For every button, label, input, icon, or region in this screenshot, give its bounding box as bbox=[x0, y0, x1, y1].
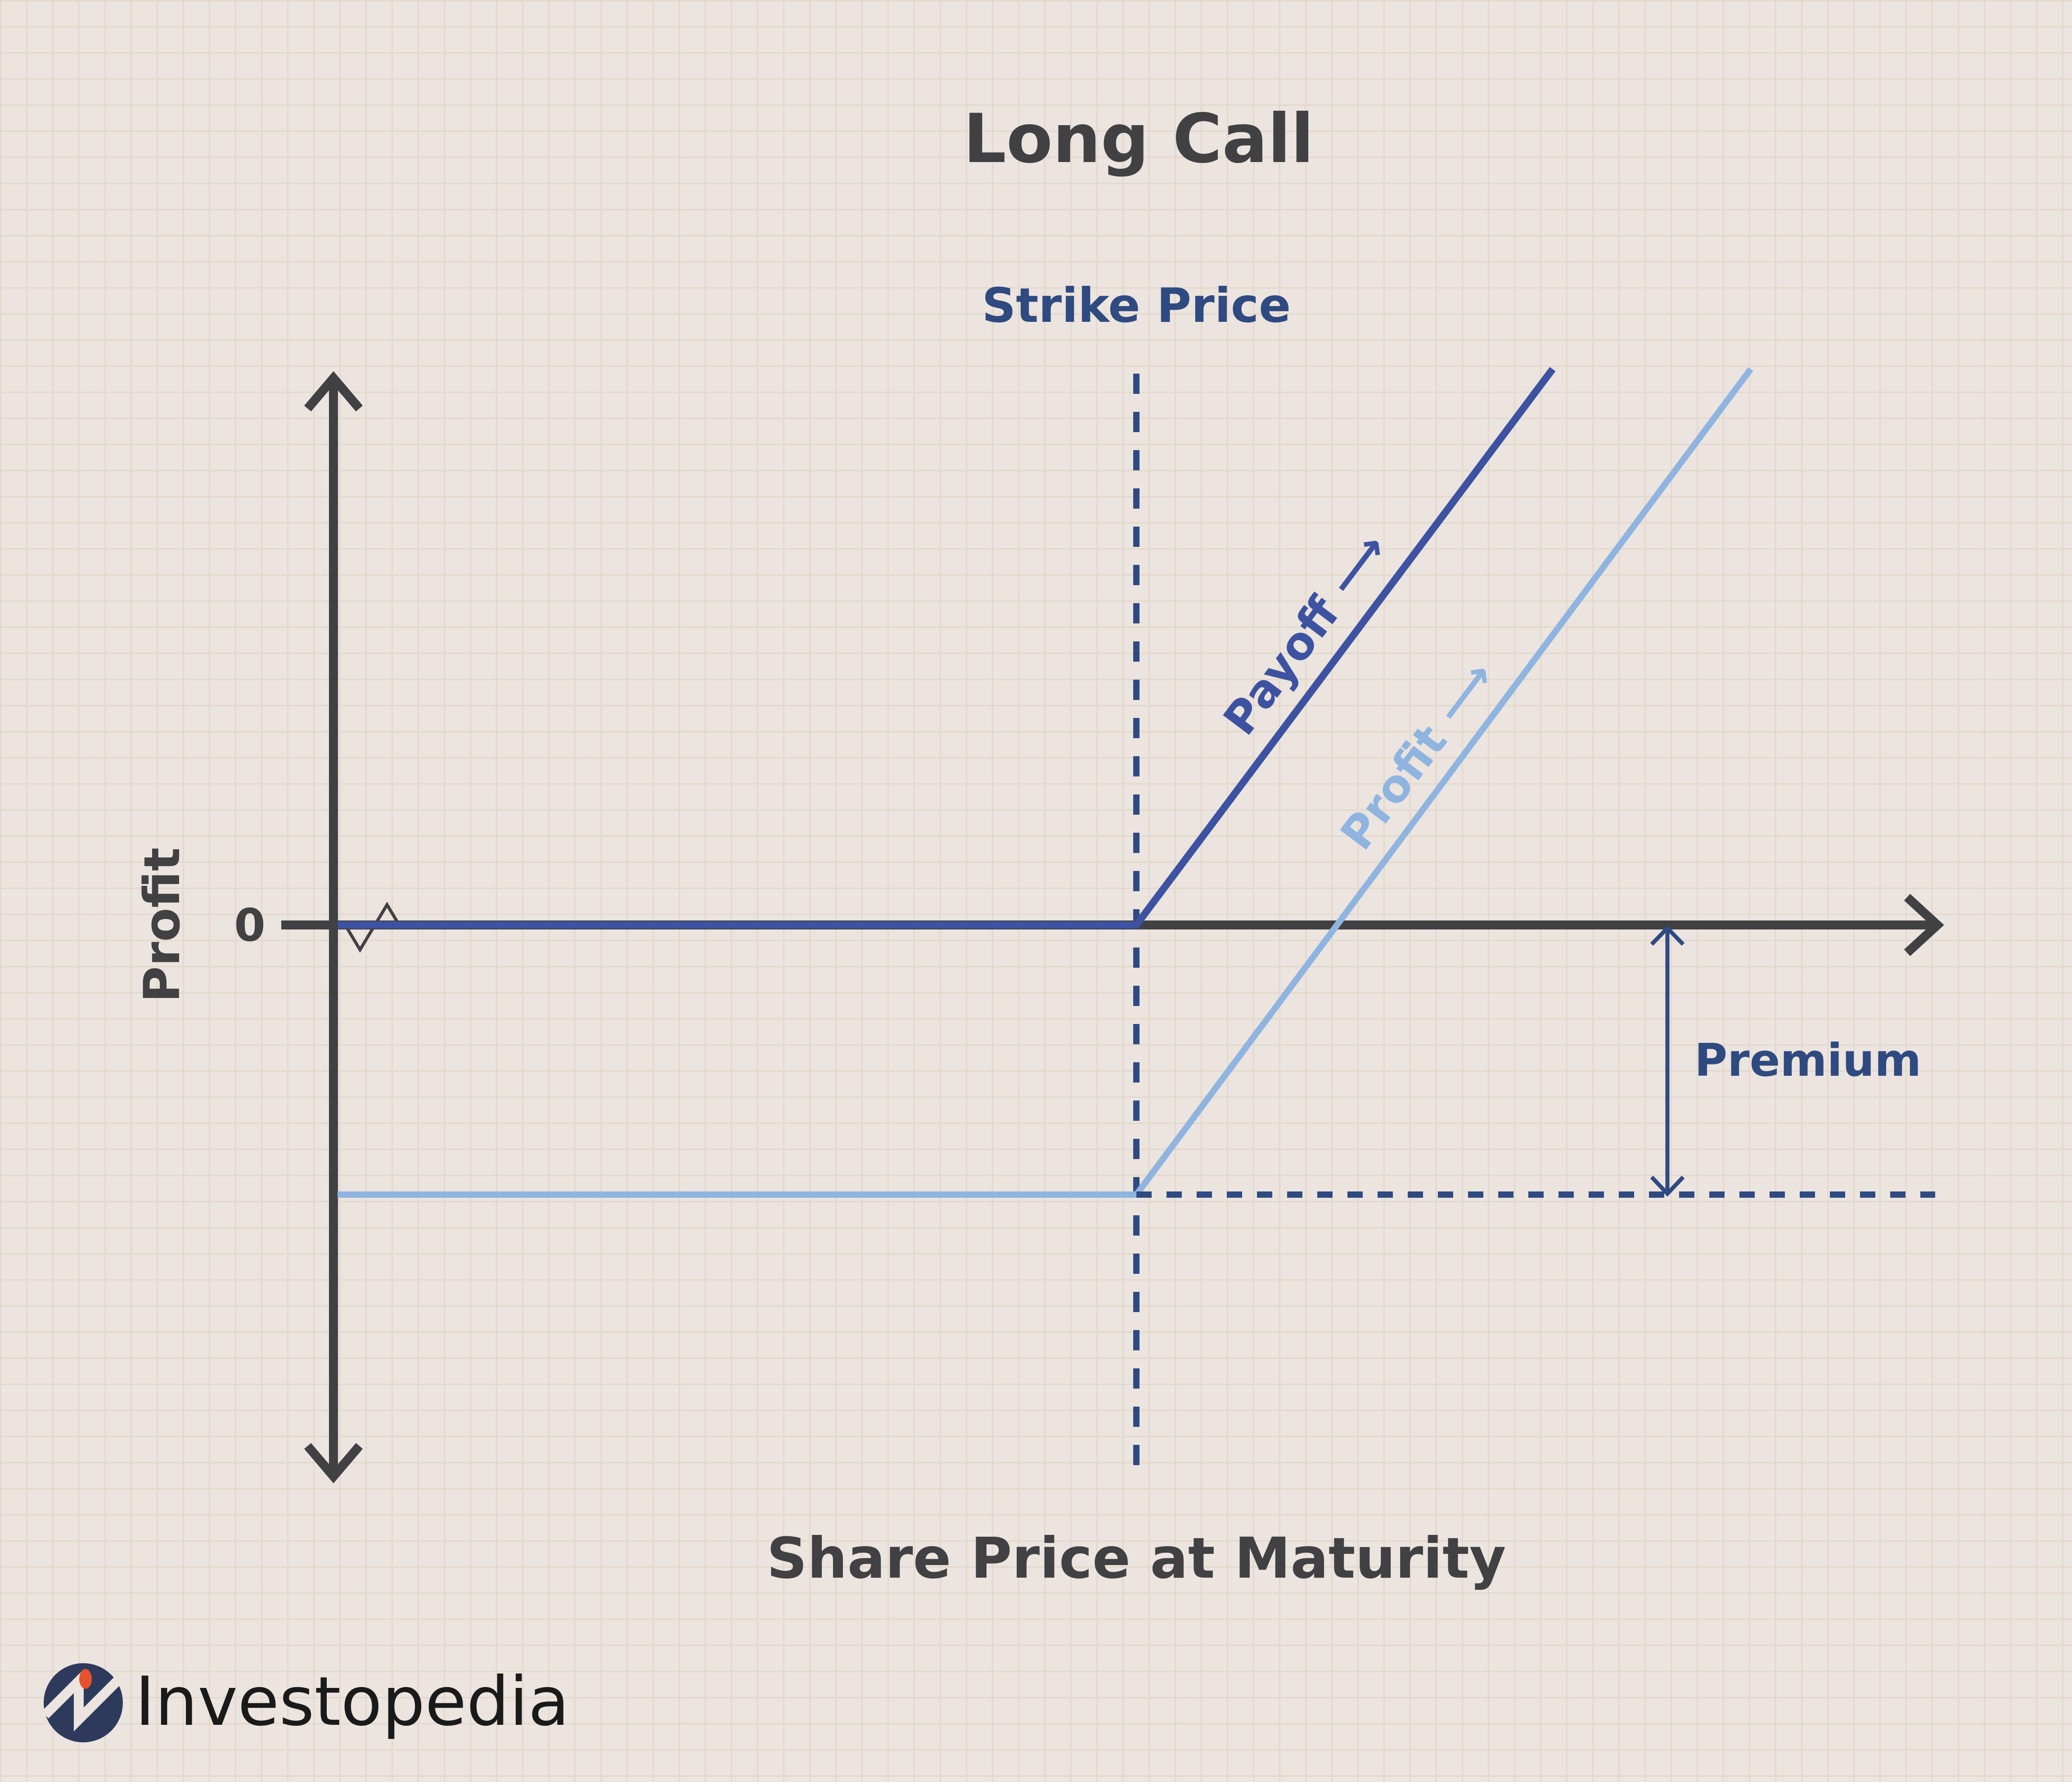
investopedia-logo-icon bbox=[41, 1663, 125, 1742]
zero-tick-label: 0 bbox=[234, 899, 266, 952]
chart-title: Long Call bbox=[963, 100, 1314, 178]
y-axis-label: Profit bbox=[133, 848, 191, 1003]
brand-name: Investopedia bbox=[135, 1663, 569, 1741]
payoff-line bbox=[338, 367, 1556, 929]
premium-arrow-icon bbox=[1650, 925, 1685, 1197]
premium-label: Premium bbox=[1694, 1034, 1921, 1087]
investopedia-logo: Investopedia bbox=[41, 1663, 569, 1742]
x-axis-label: Share Price at Maturity bbox=[767, 1526, 1506, 1591]
strike-price-label: Strike Price bbox=[982, 278, 1291, 333]
